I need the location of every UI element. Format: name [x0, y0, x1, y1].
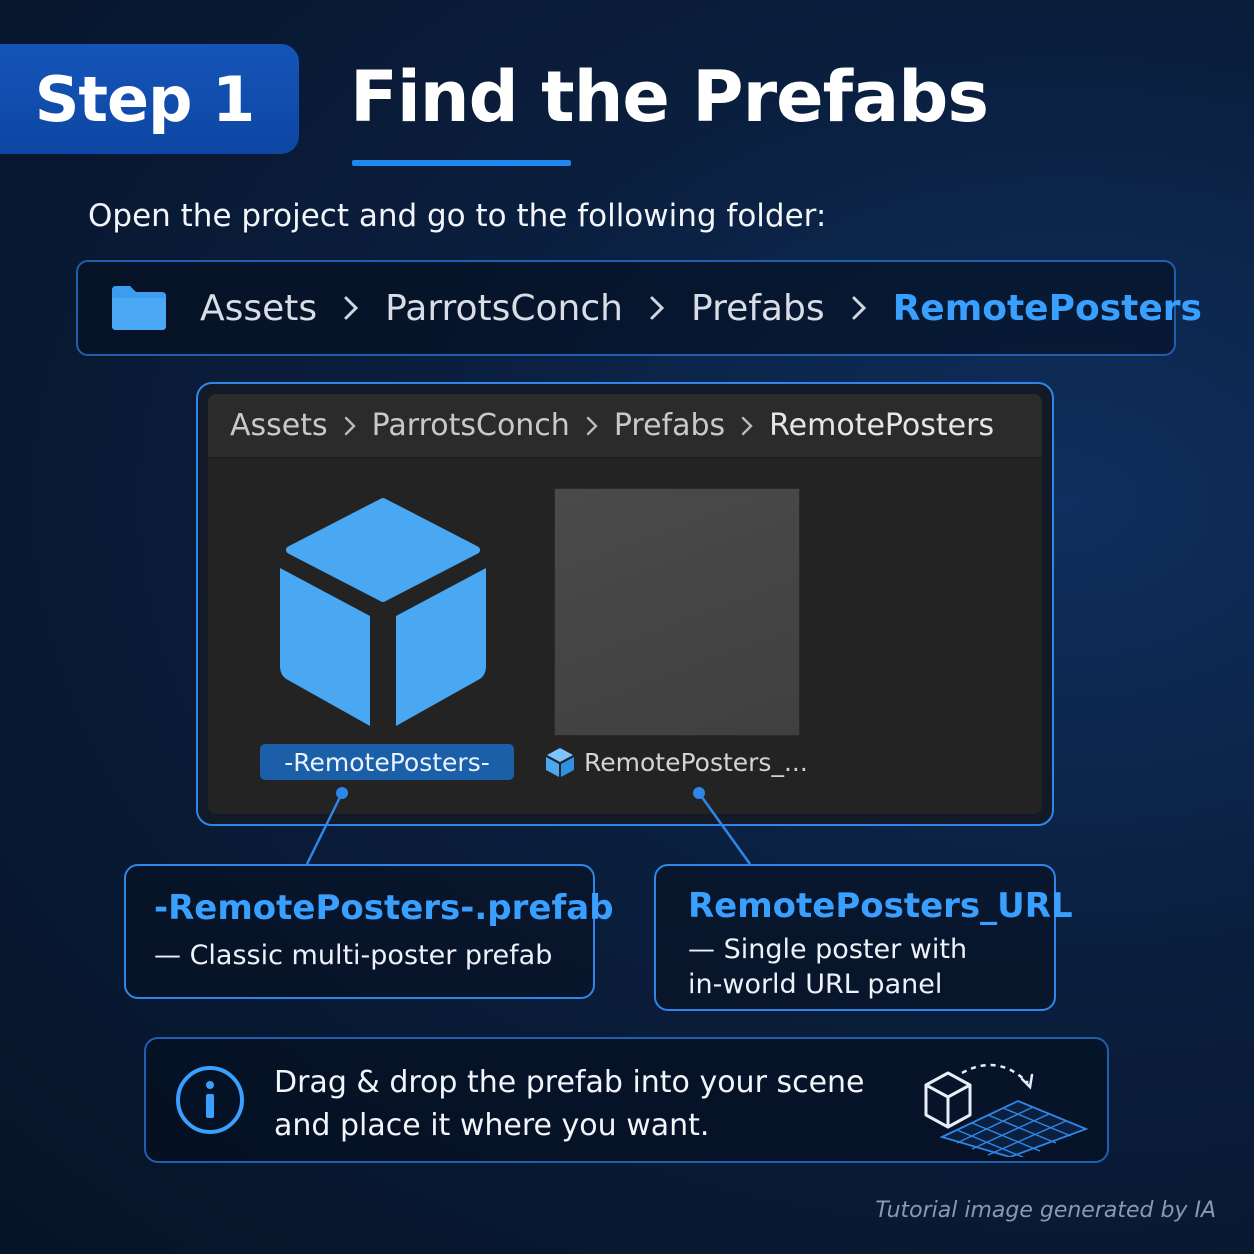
explorer-crumb-prefabs[interactable]: Prefabs — [613, 408, 726, 443]
project-explorer-window: Assets ParrotsConch Prefabs RemotePoster… — [196, 382, 1054, 826]
intro-text: Open the project and go to the following… — [88, 198, 827, 234]
path-segment-prefabs[interactable]: Prefabs — [691, 287, 825, 329]
asset-label[interactable]: RemotePosters_... — [544, 744, 808, 780]
callout-title: RemotePosters_URL — [688, 886, 1073, 926]
poster-thumbnail[interactable] — [554, 488, 800, 736]
chevron-right-icon — [344, 416, 356, 436]
path-segment-assets[interactable]: Assets — [200, 287, 318, 329]
explorer-crumb-assets[interactable]: Assets — [230, 408, 328, 443]
folder-path-box: Assets ParrotsConch Prefabs RemotePoster… — [76, 260, 1202, 356]
title-underline — [352, 160, 571, 166]
callout-url-prefab: RemotePosters_URL — Single poster with i… — [654, 864, 1073, 1011]
callout-title: -RemotePosters-.prefab — [154, 888, 614, 928]
explorer-content: Assets ParrotsConch Prefabs RemotePoster… — [208, 394, 1042, 814]
callout-description: — Single poster with in-world URL panel — [688, 932, 1054, 1002]
path-segment-remoteposters[interactable]: RemotePosters — [892, 287, 1202, 329]
info-text: Drag & drop the prefab into your scene a… — [274, 1061, 865, 1147]
callout-classic-prefab: -RemotePosters-.prefab — Classic multi-p… — [124, 864, 614, 999]
explorer-crumb-parrotsconch[interactable]: ParrotsConch — [371, 408, 570, 443]
chevron-right-icon — [851, 295, 867, 321]
prefab-cube-icon — [544, 746, 576, 778]
callout-description: — Classic multi-poster prefab — [154, 938, 593, 973]
callout-desc-line: — Classic multi-poster prefab — [154, 940, 553, 971]
prefab-cube-icon[interactable] — [268, 494, 498, 734]
info-box: Drag & drop the prefab into your scene a… — [144, 1037, 1109, 1163]
chevron-right-icon — [649, 295, 665, 321]
callout-desc-line: — Single poster with — [688, 934, 968, 965]
info-icon — [174, 1064, 246, 1136]
info-line: and place it where you want. — [274, 1108, 710, 1143]
explorer-crumb-remoteposters[interactable]: RemotePosters — [769, 408, 995, 443]
footer-note: Tutorial image generated by IA — [875, 1198, 1216, 1223]
path-segment-parrotsconch[interactable]: ParrotsConch — [385, 287, 623, 329]
step-label: Step 1 — [34, 62, 255, 136]
page-title: Find the Prefabs — [350, 56, 989, 138]
asset-label-selected[interactable]: -RemotePosters- — [260, 744, 514, 780]
explorer-breadcrumb: Assets ParrotsConch Prefabs RemotePoster… — [208, 394, 1042, 458]
drag-drop-cube-grid-icon — [898, 1057, 1093, 1159]
chevron-right-icon — [343, 295, 359, 321]
chevron-right-icon — [741, 416, 753, 436]
folder-icon — [110, 284, 168, 332]
callout-desc-line: in-world URL panel — [688, 969, 943, 1000]
info-line: Drag & drop the prefab into your scene — [274, 1065, 865, 1100]
step-badge: Step 1 — [0, 44, 299, 154]
asset-label-text: RemotePosters_... — [584, 747, 808, 777]
chevron-right-icon — [586, 416, 598, 436]
